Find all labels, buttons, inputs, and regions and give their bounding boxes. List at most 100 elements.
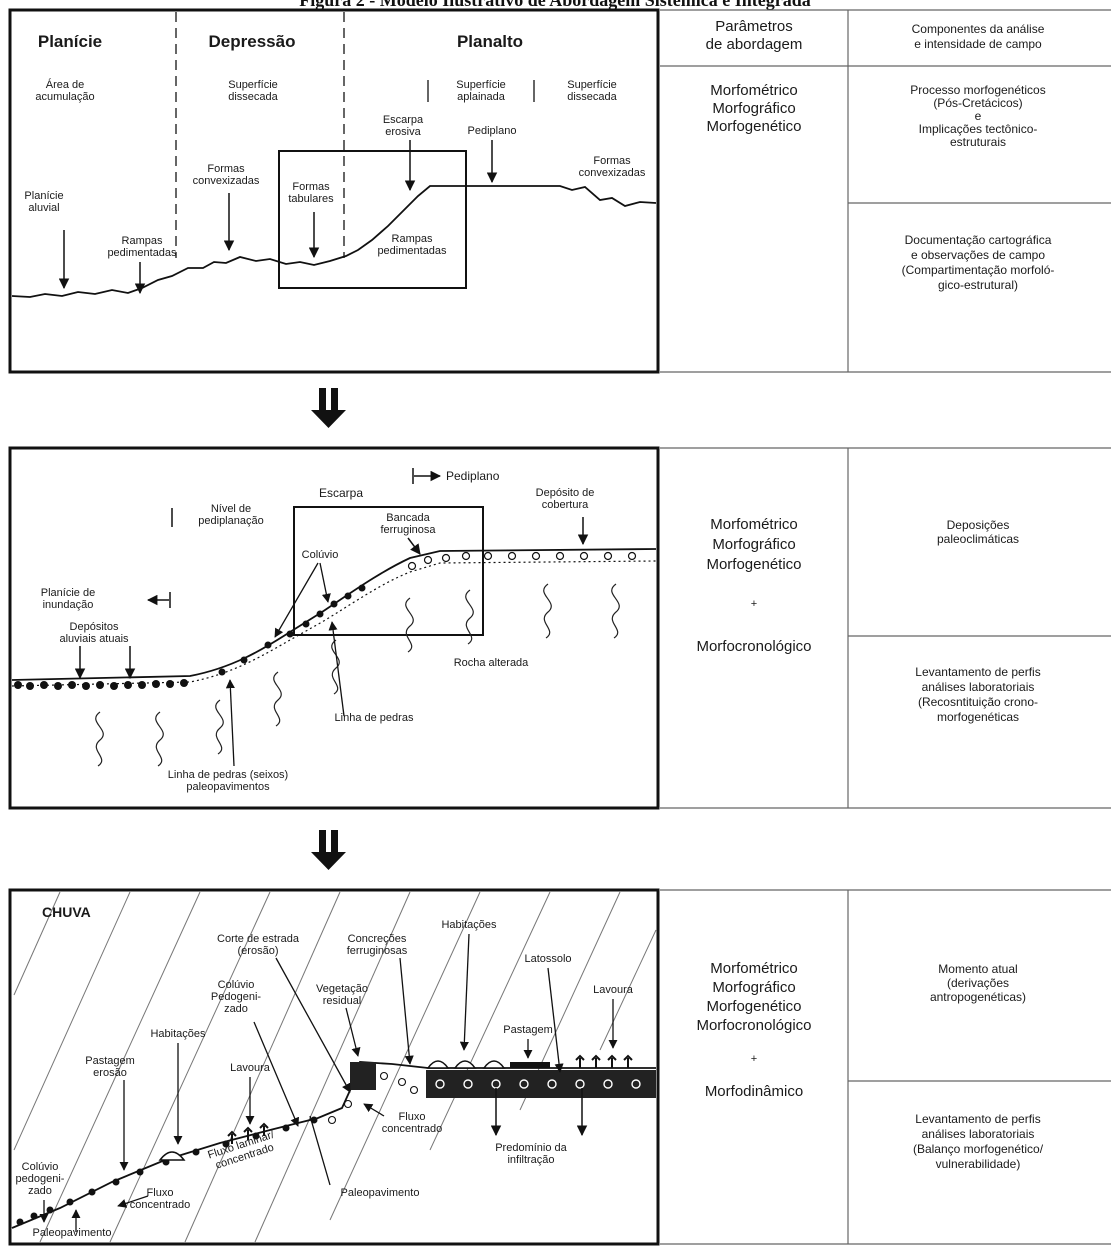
terrain-profile-3 [11, 1061, 656, 1229]
houses-top [426, 1060, 506, 1069]
region-planalto: Planalto [457, 32, 523, 51]
focus-box-1 [278, 150, 467, 289]
label-fluxo-laminar: Fluxo laminar/concentrado [206, 1128, 280, 1172]
vegetation-block [350, 1062, 376, 1090]
arrow-linha-pedras [328, 621, 345, 717]
arrow-coluvio-pedogenizado [253, 1021, 299, 1127]
label-habitacoes-mid: Habitações [150, 1028, 206, 1040]
label-pediplano-2: Pediplano [446, 469, 500, 483]
latossolo-layer [426, 1070, 656, 1098]
panel-1-frame [8, 8, 660, 374]
arrow-concrecoes [399, 957, 414, 1065]
pebbles-slope [218, 584, 366, 676]
label-rocha-alterada: Rocha alterada [454, 657, 529, 669]
colluvium-dots [16, 1116, 318, 1226]
arrow-linha-seixos [225, 679, 235, 767]
panel-2-frame [8, 446, 660, 810]
label-coluvio: Colúvio [302, 549, 339, 561]
label-paleopavimento-2: Paleopavimento [341, 1187, 420, 1199]
terrain-profile-2 [11, 548, 657, 681]
componentes-panel-1a: Processo morfogenéticos(Pós-Cretácicos)e… [910, 83, 1045, 149]
arrow-coluvio-a [274, 562, 319, 638]
label-corte-estrada: Corte de estrada(erosão) [217, 933, 300, 957]
crops-top [575, 1054, 633, 1068]
label-lavoura-mid: Lavoura [230, 1062, 271, 1074]
panel-3: CHUVA Corte de estrada(erosão) Concreçõe… [8, 888, 660, 1246]
label-linha-pedras-seixos: Linha de pedras (seixos)paleopavimentos [168, 769, 288, 793]
down-arrow-icon [311, 830, 346, 870]
pasture-strip [510, 1062, 550, 1068]
arrow-coluvio-b [319, 562, 331, 603]
weathered-rock-pattern [95, 583, 620, 767]
rain-lines [13, 891, 657, 1243]
label-habitacoes-top: Habitações [441, 919, 497, 931]
arrow-fluxo-concentrado-1 [363, 1103, 385, 1117]
figure-caption: Figura 2 - Modelo Ilustrativo de Abordag… [299, 0, 810, 10]
concretions [327, 1071, 419, 1125]
label-paleopavimento-1: Paleopavimento [33, 1227, 112, 1239]
region-depressao: Depressão [209, 32, 296, 51]
label-latossolo: Latossolo [524, 953, 571, 965]
ferruginous-nodules [407, 551, 637, 571]
terrain-profile-1 [11, 185, 657, 298]
arrow-vegetacao [345, 1007, 361, 1057]
arrow-habitacoes-top [459, 933, 470, 1051]
label-chuva: CHUVA [42, 904, 91, 920]
down-arrow-icon [311, 388, 346, 428]
label-linha-de-pedras: Linha de pedras [335, 712, 414, 724]
panel-3-frame [8, 888, 660, 1246]
arrow-bancada [407, 537, 421, 555]
arrow-fluxo-concentrado-2 [117, 1195, 149, 1208]
house-mid-icon [158, 1151, 186, 1161]
label-pediplano: Pediplano [468, 125, 517, 137]
arrow-corte-estrada [275, 957, 351, 1093]
focus-box-2 [293, 506, 484, 636]
region-planicie: Planície [38, 32, 102, 51]
arrow-latossolo [547, 967, 564, 1073]
label-pastagem-top: Pastagem [503, 1024, 553, 1036]
crops-mid [227, 1122, 269, 1144]
arrow-paleopavimento-2-stem [309, 1115, 331, 1186]
label-escarpa: Escarpa [319, 486, 363, 500]
